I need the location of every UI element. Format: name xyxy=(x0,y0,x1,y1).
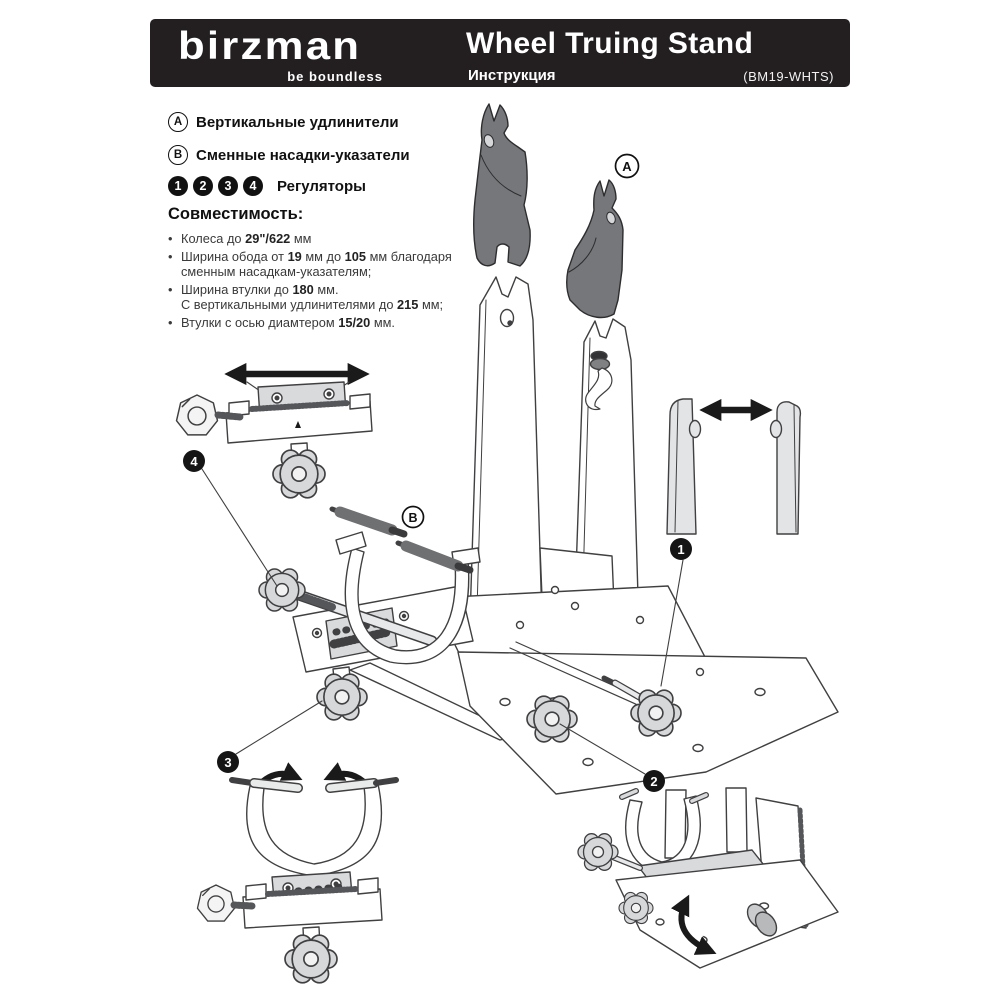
brand-tagline: be boundless xyxy=(287,69,383,84)
compatibility-list: •Колеса до 29"/622 мм •Ширина обода от 1… xyxy=(168,231,478,330)
stand-columns-drawing xyxy=(469,276,640,631)
callout-2-number: 2 xyxy=(650,774,657,789)
compatibility-heading: Совместимость: xyxy=(168,205,304,223)
marker-a: A xyxy=(168,112,188,132)
gauge-detail-drawing xyxy=(175,362,373,499)
legend-item-regulators: 1 2 3 4 Регуляторы xyxy=(168,176,366,196)
pointer-tips xyxy=(329,506,474,574)
callout-1-number: 1 xyxy=(677,542,684,557)
compatibility-section: Совместимость: •Колеса до 29"/622 мм •Ши… xyxy=(168,205,478,330)
uprights-pair-drawing xyxy=(666,398,802,535)
base-assembly-drawing xyxy=(290,547,839,795)
callout-4: 4 xyxy=(183,450,205,472)
brand-logo: birzman xyxy=(178,25,362,68)
regulator-markers: 1 2 3 4 xyxy=(168,176,263,196)
leader-lines xyxy=(201,468,684,775)
legend-label: Регуляторы xyxy=(277,177,366,195)
base-detail-drawing xyxy=(577,787,839,969)
marker-4: 4 xyxy=(243,176,263,196)
compat-item-wheels: •Колеса до 29"/622 мм xyxy=(168,231,312,246)
model-number: (BM19-WHTS) xyxy=(743,69,834,84)
caliper-detail-drawing xyxy=(196,762,399,984)
callout-3-number: 3 xyxy=(224,755,231,770)
title-block: Wheel Truing Stand Инструкция (BM19-WHTS… xyxy=(466,27,834,84)
callout-a-letter: A xyxy=(622,159,632,174)
page-subtitle: Инструкция xyxy=(468,67,556,84)
legend-item-tip-adapters: B Сменные насадки-указатели xyxy=(168,145,410,165)
callout-4-number: 4 xyxy=(190,454,198,469)
callout-3: 3 xyxy=(217,751,239,773)
callout-a: A xyxy=(614,153,640,179)
marker-2: 2 xyxy=(193,176,213,196)
callout-b-letter: B xyxy=(408,511,417,525)
legend-item-vertical-extenders: A Вертикальные удлинители xyxy=(168,112,399,132)
callout-b: B xyxy=(401,505,425,529)
legend-label: Сменные насадки-указатели xyxy=(196,146,410,164)
brand-block: birzman be boundless xyxy=(178,25,408,84)
tilt-arrow-icon xyxy=(670,894,717,955)
marker-1: 1 xyxy=(168,176,188,196)
marker-b: B xyxy=(168,145,188,165)
quick-release-lever xyxy=(585,350,613,411)
compat-item-hub-width: •Ширина втулки до 180 мм. С вертикальным… xyxy=(168,281,444,313)
callout-1: 1 xyxy=(670,538,692,560)
marker-3: 3 xyxy=(218,176,238,196)
callout-2: 2 xyxy=(643,770,665,792)
vertical-extenders-drawing xyxy=(472,103,624,319)
header-bar: birzman be boundless Wheel Truing Stand … xyxy=(150,19,850,87)
caliper-arm-drawing xyxy=(329,506,481,665)
compat-item-axle-diameter: •Втулки с осью диамтером 15/20 мм. xyxy=(168,314,395,330)
main-knobs xyxy=(258,568,682,743)
compat-item-rim-width: •Ширина обода от 19 мм до 105 мм благода… xyxy=(168,248,452,280)
legend-label: Вертикальные удлинители xyxy=(196,113,399,131)
page-title: Wheel Truing Stand xyxy=(466,27,754,60)
